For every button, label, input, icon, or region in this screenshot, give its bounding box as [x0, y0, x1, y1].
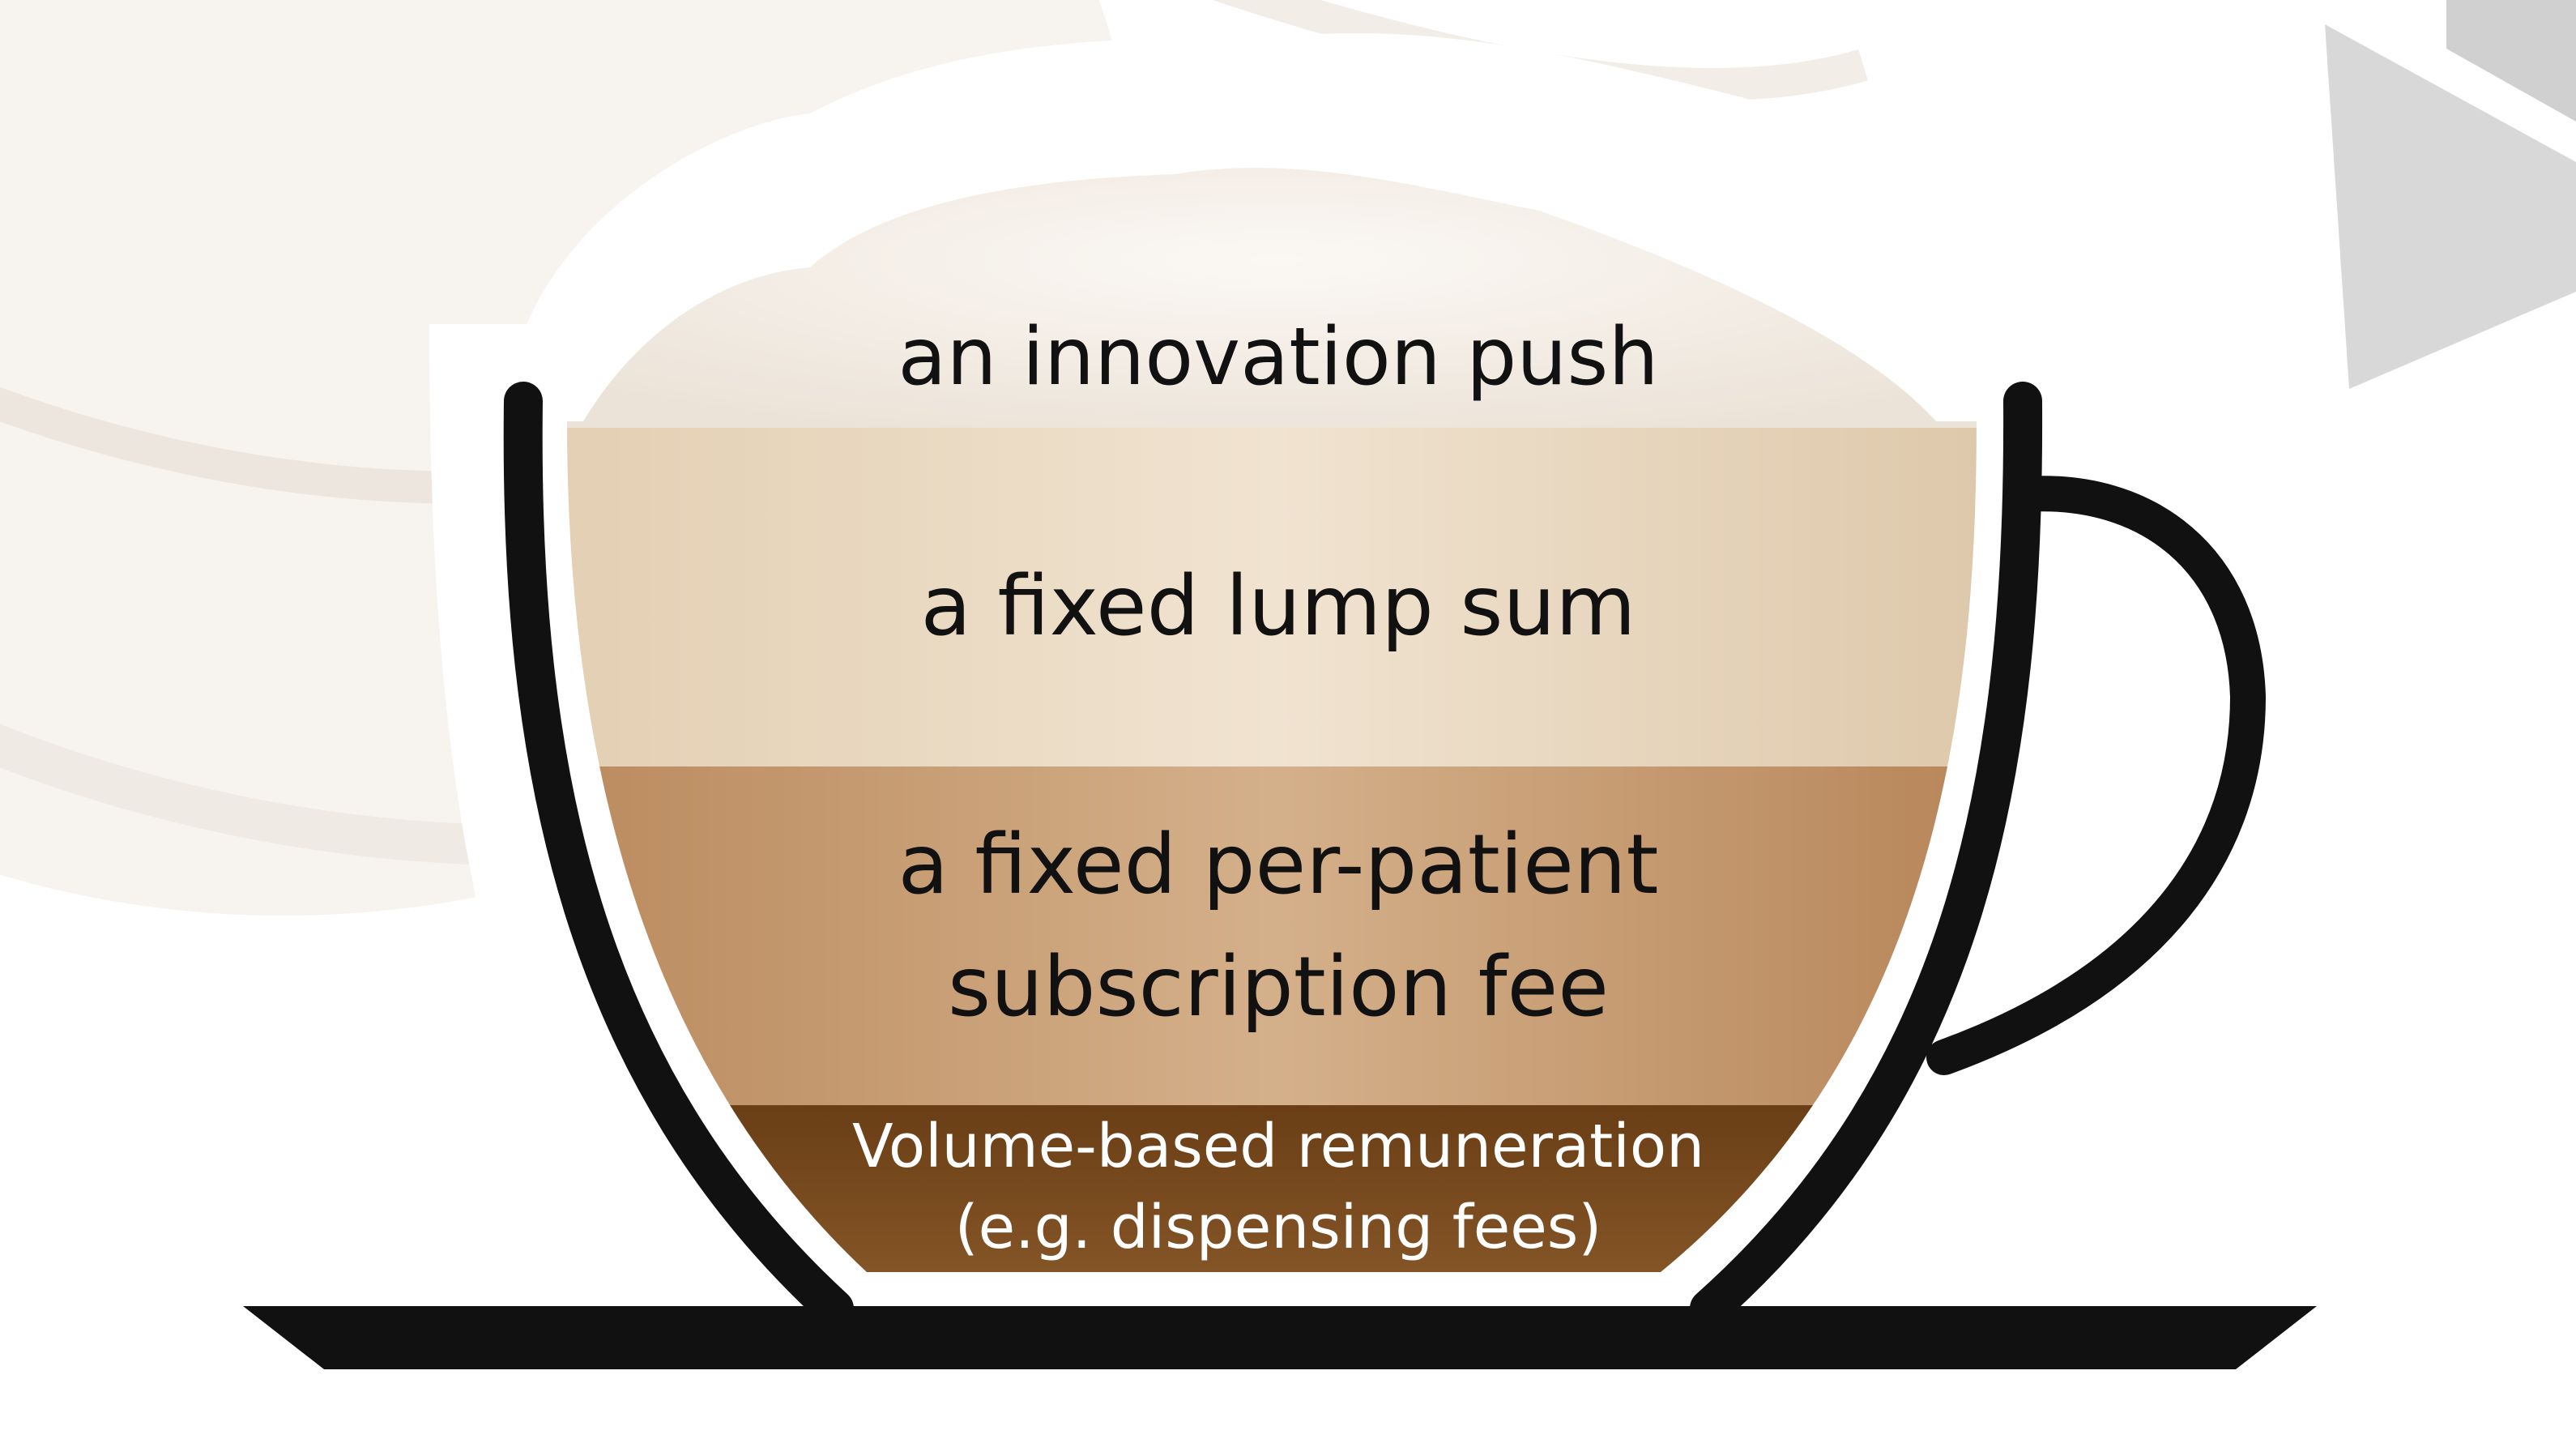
- background-grey-triangles: [2325, 0, 2576, 389]
- cup-left-wall: [503, 382, 854, 1328]
- saucer: [243, 1306, 2317, 1369]
- layer-light: [567, 428, 1977, 768]
- layer-label-foam: an innovation push: [898, 311, 1658, 403]
- layer-label-dark-line2: (e.g. dispensing fees): [955, 1193, 1601, 1262]
- layer-label-medium-line1: a fixed per-patient: [898, 817, 1658, 913]
- layer-label-medium-line2: subscription fee: [948, 939, 1609, 1035]
- cup-right-wall: [1690, 382, 2043, 1328]
- layer-label-light: a fixed lump sum: [921, 558, 1636, 655]
- layer-label-dark-line1: Volume-based remuneration: [852, 1112, 1704, 1181]
- cup-handle: [1926, 476, 2267, 1075]
- layer-medium: [567, 766, 1977, 1107]
